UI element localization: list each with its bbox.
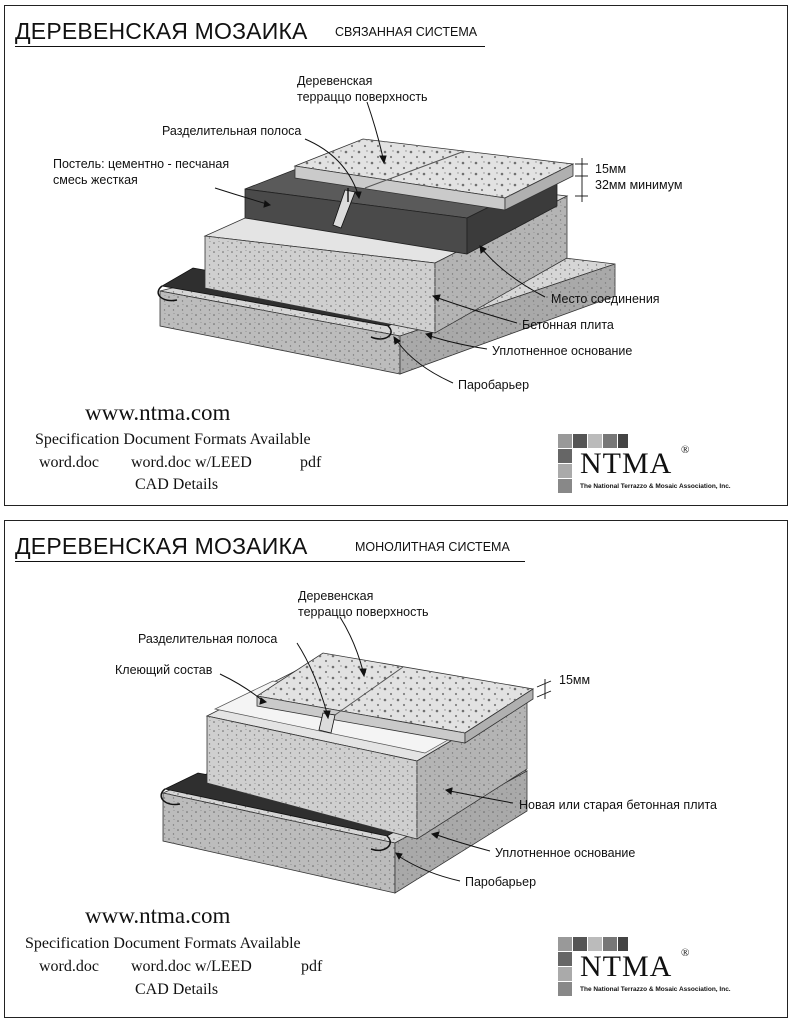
thickness-dimension — [536, 679, 552, 699]
divider-strip — [318, 712, 336, 734]
divider-strip — [332, 188, 356, 229]
panel-title: ДЕРЕВЕНСКАЯ МОЗАИКА — [15, 533, 308, 559]
logo-mosaic-squares-icon — [558, 434, 628, 493]
cad-details-link[interactable]: CAD Details — [135, 476, 219, 493]
leader-lines — [214, 101, 546, 384]
format-word-link[interactable]: word.doc — [39, 958, 99, 975]
label-vapor-barrier: Паробарьер — [458, 378, 530, 392]
ntma-logo: NTMA ® The National Terrazzo & Mosaic As… — [558, 937, 748, 997]
panel-subtitle: СВЯЗАННАЯ СИСТЕМА — [335, 25, 478, 39]
label-surface: Деревенская — [298, 589, 374, 603]
bonded-cross-section-diagram — [157, 101, 616, 384]
title-underline — [15, 561, 525, 562]
logo-registered-mark: ® — [681, 947, 690, 959]
label-bed-line2: смесь жесткая — [53, 173, 138, 187]
spec-formats-text: Specification Document Formats Available — [35, 431, 311, 448]
spec-formats-text: Specification Document Formats Available — [25, 935, 301, 952]
format-leed-link[interactable]: word.doc w/LEED — [131, 958, 252, 975]
panel-title: ДЕРЕВЕНСКАЯ МОЗАИКА — [15, 18, 308, 44]
terrazzo-surface-layer — [293, 138, 575, 211]
logo-tagline: The National Terrazzo & Mosaic Associati… — [580, 986, 731, 993]
label-divider-strip: Разделительная полоса — [162, 124, 302, 138]
label-divider-strip: Разделительная полоса — [138, 632, 278, 646]
label-bed: Постель: цементно - песчаная — [53, 157, 230, 171]
format-pdf-link[interactable]: pdf — [300, 454, 322, 471]
label-surface-line2: терраццо поверхность — [298, 605, 429, 619]
format-leed-link[interactable]: word.doc w/LEED — [131, 454, 252, 471]
label-slab: Бетонная плита — [522, 318, 614, 332]
label-slab: Новая или старая бетонная плита — [519, 798, 718, 812]
monolithic-system-panel: ДЕРЕВЕНСКАЯ МОЗАИКА МОНОЛИТНАЯ СИСТЕМА — [4, 520, 788, 1018]
label-dimension-topping: 15мм — [559, 673, 591, 687]
panel-subtitle: МОНОЛИТНАЯ СИСТЕМА — [355, 540, 510, 554]
label-dimension-bed: 32мм минимум — [595, 178, 683, 192]
format-pdf-link[interactable]: pdf — [301, 958, 323, 975]
logo-wordmark: NTMA — [580, 447, 673, 480]
ntma-logo: NTMA ® The National Terrazzo & Mosaic As… — [558, 434, 748, 494]
terrazzo-surface-layer — [255, 652, 535, 744]
website-link[interactable]: www.ntma.com — [85, 400, 231, 425]
logo-tagline: The National Terrazzo & Mosaic Associati… — [580, 483, 731, 490]
label-dimension-topping: 15мм — [595, 162, 627, 176]
label-base: Уплотненное основание — [492, 344, 633, 358]
logo-mosaic-squares-icon — [558, 937, 628, 996]
bonded-system-panel: ДЕРЕВЕНСКАЯ МОЗАИКА СВЯЗАННАЯ СИСТЕМА — [4, 5, 788, 506]
label-surface: Деревенская — [297, 74, 373, 88]
cad-details-link[interactable]: CAD Details — [135, 981, 219, 998]
logo-wordmark: NTMA — [580, 950, 673, 983]
monolithic-cross-section-diagram — [160, 616, 552, 894]
format-word-link[interactable]: word.doc — [39, 454, 99, 471]
logo-registered-mark: ® — [681, 444, 690, 456]
label-joint: Место соединения — [551, 292, 660, 306]
label-adhesive: Клеющий состав — [115, 663, 213, 677]
label-vapor-barrier: Паробарьер — [465, 875, 537, 889]
website-link[interactable]: www.ntma.com — [85, 903, 231, 928]
thickness-dimension — [575, 158, 588, 202]
label-base: Уплотненное основание — [495, 846, 636, 860]
title-underline — [15, 46, 485, 47]
label-surface-line2: терраццо поверхность — [297, 90, 428, 104]
leader-lines — [219, 616, 514, 882]
